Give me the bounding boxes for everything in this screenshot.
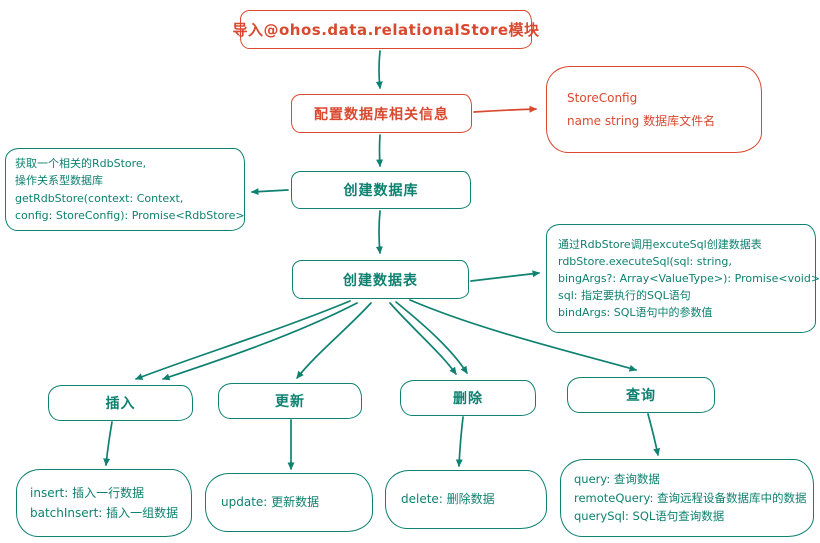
node-delete-label: 删除: [453, 391, 483, 407]
node-insert-label: 插入: [105, 396, 136, 412]
execute-sql-line-2: rdbStore.executeSql(sql: string,: [558, 254, 732, 268]
node-update: 更新: [218, 383, 362, 419]
detail-insert-line-1: insert: 插入一行数据: [30, 485, 145, 500]
node-query-label: 查询: [626, 388, 656, 404]
node-delete: 删除: [400, 380, 536, 416]
callout-execute-sql: 通过RdbStore调用excuteSql创建数据表 rdbStore.exec…: [546, 224, 820, 333]
node-create-database-label: 创建数据库: [343, 183, 419, 199]
node-import-module-label: 导入@ohos.data.relationalStore模块: [232, 21, 540, 39]
node-insert: 插入: [48, 385, 193, 421]
detail-update-line-1: update: 更新数据: [221, 495, 320, 510]
node-create-table: 创建数据表: [292, 260, 469, 299]
detail-query-line-1: query: 查询数据: [574, 472, 660, 487]
get-rdb-store-line-4: config: StoreConfig): Promise<RdbStore>: [15, 208, 245, 222]
execute-sql-line-5: bindArgs: SQL语句中的参数值: [558, 306, 713, 320]
detail-update: update: 更新数据: [205, 473, 373, 532]
callout-store-config: StoreConfig name string 数据库文件名: [546, 66, 762, 153]
detail-query-line-3: querySql: SQL语句查询数据: [574, 509, 725, 524]
node-configure-db: 配置数据库相关信息: [291, 94, 472, 133]
get-rdb-store-line-1: 获取一个相关的RdbStore,: [15, 157, 147, 171]
detail-insert-line-2: batchInsert: 插入一组数据: [30, 506, 179, 520]
node-create-table-label: 创建数据表: [343, 272, 418, 289]
get-rdb-store-line-3: getRdbStore(context: Context,: [15, 191, 184, 205]
store-config-line-1: StoreConfig: [567, 90, 638, 105]
execute-sql-line-3: bingArgs?: Array<ValueType>): Promise<vo…: [558, 271, 820, 285]
detail-insert: insert: 插入一行数据 batchInsert: 插入一组数据: [16, 469, 192, 537]
detail-query-line-2: remoteQuery: 查询远程设备数据库中的数据: [574, 490, 807, 505]
node-query: 查询: [567, 377, 715, 413]
execute-sql-line-4: sql: 指定要执行的SQL语句: [558, 289, 691, 303]
node-import-module: 导入@ohos.data.relationalStore模块: [233, 10, 539, 49]
node-configure-db-label: 配置数据库相关信息: [314, 106, 449, 123]
store-config-line-2: name string 数据库文件名: [567, 113, 716, 128]
detail-delete-line-1: delete: 删除数据: [401, 492, 495, 507]
node-update-label: 更新: [275, 394, 305, 410]
callout-get-rdb-store: 获取一个相关的RdbStore, 操作关系型数据库 getRdbStore(co…: [5, 148, 245, 231]
get-rdb-store-line-2: 操作关系型数据库: [15, 174, 103, 188]
detail-query: query: 查询数据 remoteQuery: 查询远程设备数据库中的数据 q…: [560, 459, 814, 537]
node-create-database: 创建数据库: [291, 171, 471, 209]
execute-sql-line-1: 通过RdbStore调用excuteSql创建数据表: [558, 237, 762, 251]
detail-delete: delete: 删除数据: [385, 470, 547, 529]
